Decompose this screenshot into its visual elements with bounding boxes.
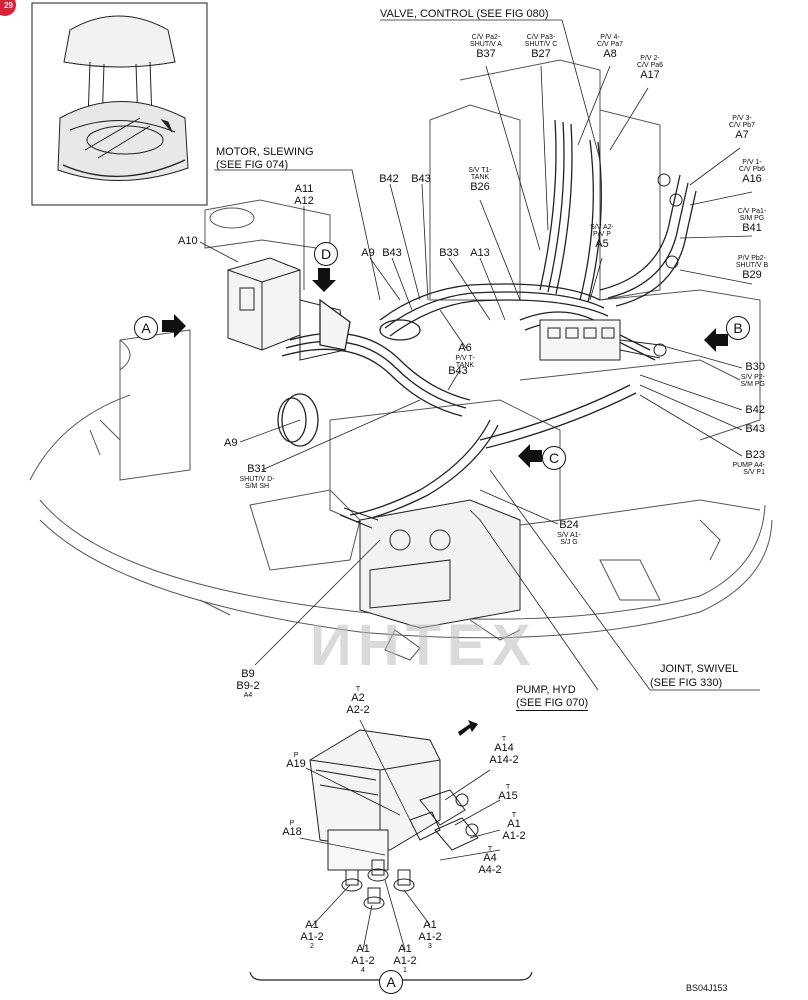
label-b43-right: B43 [745, 423, 765, 435]
view-arrows [162, 268, 728, 736]
bottom-brace [249, 971, 533, 981]
slewing-valve-block [227, 257, 346, 361]
label-a10: A10 [178, 235, 198, 247]
watermark: ИНТЕХ [310, 613, 537, 678]
label-a11: A11 [294, 183, 314, 195]
callout-motor-slewing-line2: (SEE FIG 074) [216, 159, 289, 171]
view-marker-d: D [314, 242, 338, 266]
view-marker-b: B [726, 316, 750, 340]
view-marker-c: C [542, 446, 566, 470]
label-b43-top: B43 [411, 173, 431, 185]
callout-joint-swivel-line2: (SEE FIG 330) [650, 677, 723, 689]
label-b33: B33 [439, 247, 459, 259]
page-badge: 29 [0, 0, 16, 16]
callout-motor-slewing-line1: MOTOR, SLEWING [216, 146, 314, 158]
valve-fittings [539, 173, 683, 361]
label-b42-top: B42 [379, 173, 399, 185]
leader-lines [199, 19, 760, 691]
inset-thumbnail [31, 2, 208, 206]
callout-joint-swivel-line1: JOINT, SWIVEL [660, 663, 739, 675]
drawing-code: BS04J153 [686, 983, 728, 993]
label-a9-top: A9 [361, 247, 375, 259]
pump-area [339, 499, 521, 629]
callout-valve-control: VALVE, CONTROL (SEE FIG 080) [380, 8, 549, 20]
label-a12: A12 [294, 195, 314, 207]
label-b42-right: B42 [745, 404, 765, 416]
turntable-frame [29, 59, 773, 661]
label-a13: A13 [470, 247, 490, 259]
label-b43-mid: B43 [382, 247, 402, 259]
label-a9-left: A9 [224, 437, 238, 449]
view-marker-bottom-a: A [379, 970, 403, 994]
callout-pump-hyd-line2: (SEE FIG 070) [516, 697, 589, 711]
callout-pump-hyd-line1: PUMP, HYD [516, 684, 576, 696]
label-b43-low: B43 [448, 365, 468, 377]
detail-leader-lines [299, 719, 501, 951]
view-marker-a: A [134, 316, 158, 340]
detail-view-a [309, 729, 479, 910]
